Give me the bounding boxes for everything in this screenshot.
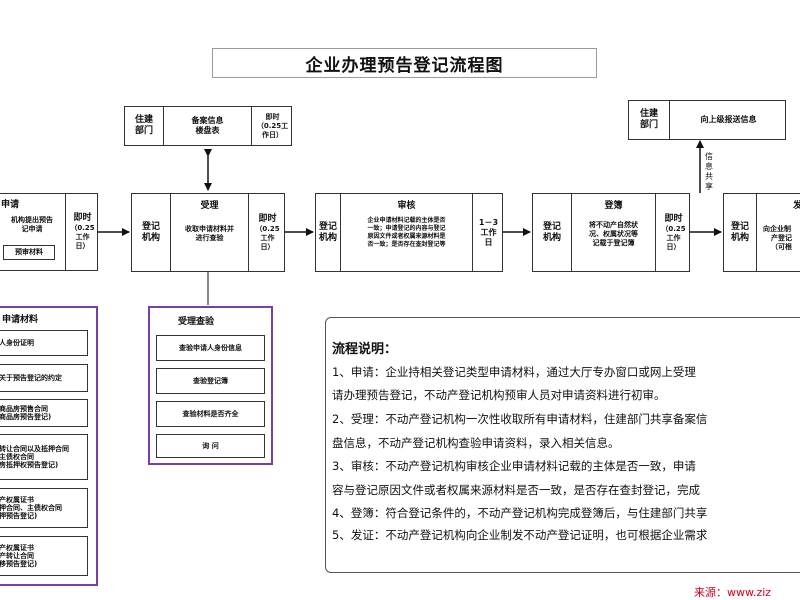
material-item: 关于预告登记的约定 [0, 364, 88, 392]
register-org: 登记 机构 [542, 221, 561, 243]
source-watermark: 来源：www.ziz [694, 586, 772, 599]
note-line: 请办理预告登记，不动产登记机构预审人员对申请资料进行初审。 [332, 388, 666, 402]
accept-main: 受理 收取申请材料并 进行查验 [170, 194, 248, 271]
issue-box: 登记 机构 发证 向企业制 产登记 （可根 [723, 193, 800, 272]
check-item: 查验登记簿 [156, 368, 265, 394]
accept-check-header: 受理查验 [178, 317, 215, 327]
material-item: 产权属证书 押合同、主债权合同 押预告登记) [0, 488, 88, 528]
share-dept: 住建 部门 [639, 109, 658, 130]
application-materials-panel: 申请材料 人身份证明 关于预告登记的约定 商品房预售合同 商品房预告登记) 转让… [0, 306, 98, 586]
check-item: 查验材料是否齐全 [156, 401, 265, 427]
filing-time: 即时 （0.25工 作日） [251, 107, 293, 145]
share-info-box: 住建 部门 向上级报送信息 [628, 100, 786, 140]
review-main: 审核 企业申请材料记载的主体是否 一致；申请登记的内容与登记 原因文件或者权属来… [340, 194, 472, 271]
apply-time: 即时 （0.25 工作 日） [65, 194, 99, 270]
note-line: 3、审核：不动产登记机构审核企业申请材料记载的主体是否一致，申请 [332, 459, 696, 473]
material-item: 产权属证书 产转让合同 移预告登记) [0, 536, 88, 576]
check-item: 询 问 [156, 434, 265, 458]
review-org: 登记 机构 [318, 221, 337, 243]
note-line: 盘信息，不动产登记机构查验申请资料，录入相关信息。 [332, 436, 620, 450]
application-materials-header: 申请材料 [2, 315, 39, 325]
notes-title: 流程说明： [332, 342, 398, 357]
review-time: 1－3 工作 日 [472, 194, 504, 271]
note-line: 2、受理：不动产登记机构一次性收取所有申请材料，住建部门共享备案信 [332, 412, 708, 426]
material-item: 商品房预售合同 商品房预告登记) [0, 399, 88, 427]
apply-main: 申请 机构提出预告 记申请 预审材料 [0, 194, 65, 270]
review-box: 登记 机构 审核 企业申请材料记载的主体是否 一致；申请登记的内容与登记 原因文… [315, 193, 503, 272]
issue-org: 登记 机构 [730, 221, 749, 243]
process-notes: 流程说明： 1、申请：企业持相关登记类型申请材料，通过大厅专办窗口或网上受理 请… [325, 317, 800, 573]
accept-check-panel: 受理查验 查验申请人身份信息 查验登记簿 查验材料是否齐全 询 问 [148, 306, 273, 465]
note-line: 1、申请：企业持相关登记类型申请材料，通过大厅专办窗口或网上受理 [332, 365, 696, 379]
material-item: 人身份证明 [0, 330, 88, 356]
register-time: 即时 （0.25 工作 日） [655, 194, 691, 271]
apply-box: 申请 机构提出预告 记申请 预审材料 即时 （0.25 工作 日） [0, 193, 98, 271]
note-line: 4、登簿：符合登记条件的，不动产登记机构完成登簿后，与住建部门共享 [332, 506, 708, 520]
accept-time: 即时 （0.25 工作 日） [248, 194, 286, 271]
note-line: 容与登记原因文件或者权属来源材料是否一致，是否存在查封登记，完成 [332, 483, 700, 497]
page-title: 企业办理预告登记流程图 [212, 48, 597, 78]
filing-dept: 住建 部门 [134, 115, 153, 136]
accept-org: 登记 机构 [141, 221, 160, 243]
material-item: 转让合同以及抵押合同 主债权合同 房抵押权预告登记) [0, 434, 88, 480]
issue-main: 发证 向企业制 产登记 （可根 [756, 194, 800, 271]
register-box: 登记 机构 登簿 将不动产自然状 况、权属状况等 记载于登记簿 即时 （0.25… [532, 193, 690, 272]
accept-box: 登记 机构 受理 收取申请材料并 进行查验 即时 （0.25 工作 日） [131, 193, 285, 272]
pre-review-button[interactable]: 预审材料 [3, 245, 55, 260]
note-line: 5、发证：不动产登记机构向企业制发不动产登记证明，也可根据企业需求 [332, 528, 708, 542]
check-item: 查验申请人身份信息 [156, 335, 265, 361]
filing-info-box: 住建 部门 备案信息 楼盘表 即时 （0.25工 作日） [124, 106, 292, 146]
share-info: 向上级报送信息 [669, 101, 787, 139]
filing-info: 备案信息 楼盘表 [163, 107, 251, 145]
register-main: 登簿 将不动产自然状 况、权属状况等 记载于登记簿 [571, 194, 655, 271]
share-label: 信 息 共 享 [705, 152, 713, 191]
